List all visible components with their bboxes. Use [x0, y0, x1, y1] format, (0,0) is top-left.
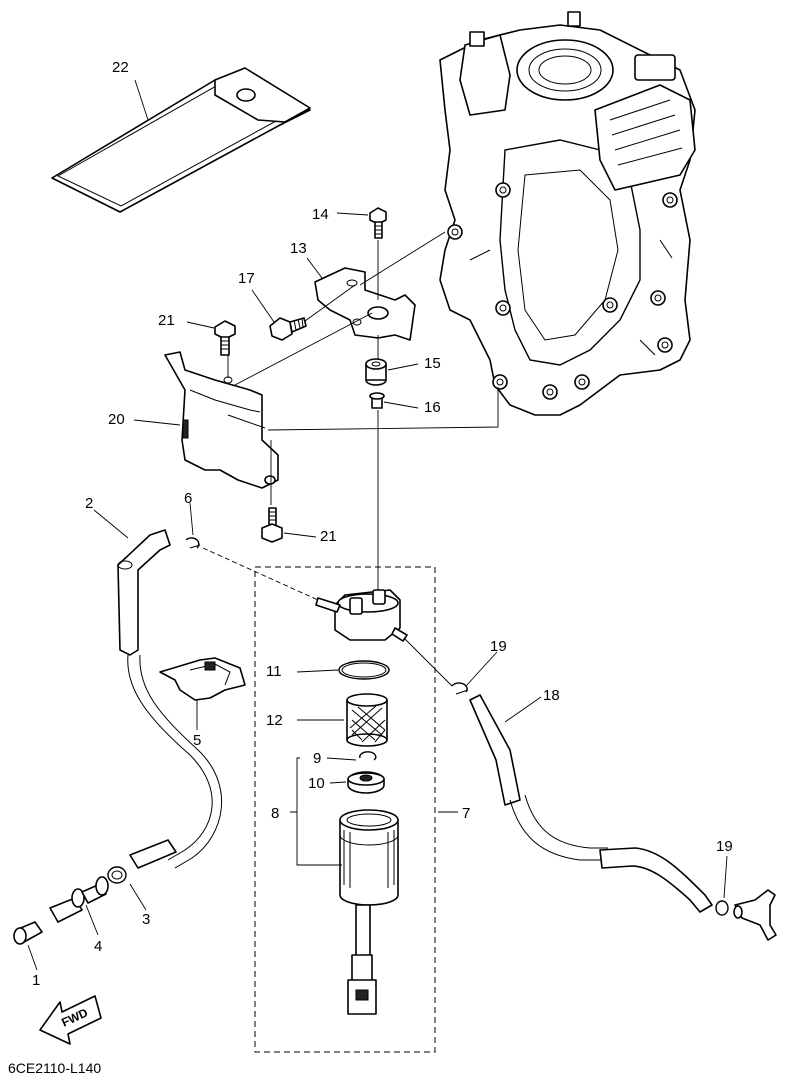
callout-3: 3	[142, 911, 150, 928]
part-22-bag	[51, 67, 311, 213]
part-14-bolt	[369, 207, 387, 239]
callout-18: 18	[543, 687, 560, 704]
callout-21-lower: 21	[320, 528, 337, 545]
callout-1: 1	[32, 972, 40, 989]
part-15-grommet	[365, 358, 387, 386]
part-9-clip	[359, 751, 377, 761]
part-5-holder	[159, 657, 246, 701]
part-7-assembly-box	[254, 566, 436, 1053]
engine-block	[439, 11, 696, 416]
part-11-o-ring	[338, 660, 390, 680]
part-21-bolt-lower	[261, 507, 283, 543]
callout-7: 7	[462, 805, 470, 822]
callout-9: 9	[313, 750, 321, 767]
part-10-float	[347, 771, 385, 794]
part-13-bracket	[314, 267, 416, 341]
fwd-arrow	[39, 995, 102, 1045]
diagram-code: 6CE2110-L140	[8, 1060, 101, 1076]
part-2-hose	[117, 529, 223, 869]
part-8-filter-cup	[339, 809, 399, 1015]
callout-6: 6	[184, 490, 192, 507]
part-19-clip-lower	[715, 900, 729, 916]
callout-14: 14	[312, 206, 329, 223]
callout-5: 5	[193, 732, 201, 749]
callout-8: 8	[271, 805, 279, 822]
part-18-hose	[469, 694, 713, 913]
part-6-clip	[185, 537, 201, 549]
part-7-filter-head	[315, 589, 408, 642]
callout-21-upper: 21	[158, 312, 175, 329]
callout-2: 2	[85, 495, 93, 512]
part-12-element	[346, 693, 388, 747]
t-joint	[733, 889, 777, 941]
part-21-bolt-upper	[214, 320, 236, 356]
part-4-connector	[49, 876, 109, 923]
leader-lines	[27, 79, 728, 971]
callout-20: 20	[108, 411, 125, 428]
part-19-clip-upper	[451, 682, 469, 695]
callout-11: 11	[266, 663, 282, 680]
callout-19-upper: 19	[490, 638, 507, 655]
callout-10: 10	[308, 775, 325, 792]
part-16-collar	[369, 392, 385, 409]
callout-15: 15	[424, 355, 441, 372]
callout-4: 4	[94, 938, 102, 955]
part-20-cover	[164, 351, 279, 489]
callout-22: 22	[112, 59, 129, 76]
hose-connector	[129, 839, 177, 869]
callout-13: 13	[290, 240, 307, 257]
callout-12: 12	[266, 712, 283, 729]
part-3-clip	[107, 866, 127, 884]
callout-16: 16	[424, 399, 441, 416]
callout-19-lower: 19	[716, 838, 733, 855]
callout-17: 17	[238, 270, 255, 287]
part-17-bolt	[269, 317, 307, 341]
part-1-plug	[13, 921, 43, 945]
